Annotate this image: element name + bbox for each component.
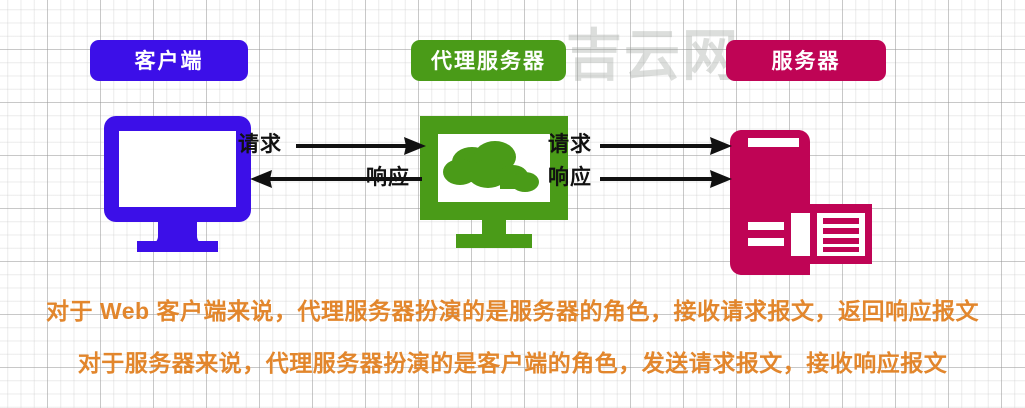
- node-label-proxy: 代理服务器: [411, 40, 566, 81]
- monitor-icon: [100, 112, 255, 256]
- cloud-monitor-icon: [420, 112, 568, 252]
- node-label-client: 客户端: [90, 40, 248, 81]
- arrow-group-proxy-server: [600, 137, 732, 188]
- caption-line-1: 对于 Web 客户端来说，代理服务器扮演的是服务器的角色，接收请求报文，返回响应…: [46, 298, 979, 324]
- watermark-text: 吉云网: [566, 24, 740, 87]
- flow-label-response-server-proxy: 响应: [548, 166, 592, 189]
- flow-label-request-proxy-server: 请求: [548, 133, 592, 156]
- server-tower-icon: [730, 110, 882, 275]
- node-label-server: 服务器: [726, 40, 886, 81]
- flow-label-request-client-proxy: 请求: [238, 133, 282, 156]
- arrow-group-client-proxy: [250, 137, 426, 188]
- caption-line-2: 对于服务器来说，代理服务器扮演的是客户端的角色，发送请求报文，接收响应报文: [77, 350, 948, 376]
